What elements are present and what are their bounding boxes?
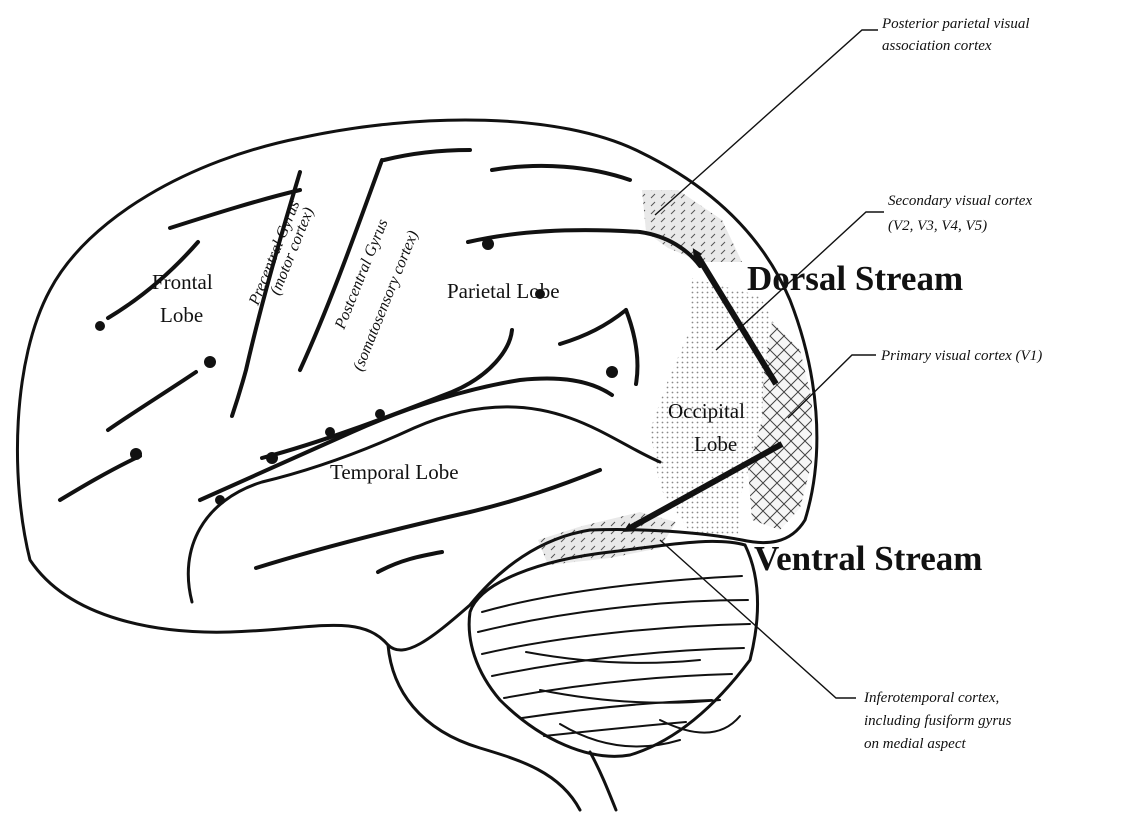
parietal-sulcus-lower: [560, 310, 626, 344]
ventral-stream-label: Ventral Stream: [754, 539, 982, 578]
sulci: [60, 150, 700, 572]
sulcus-node: [95, 321, 105, 331]
inferotemporal-annotation-line2: including fusiform gyrus: [864, 713, 1012, 729]
parietal-lobe-label: Parietal Lobe: [447, 279, 560, 303]
secondary-visual-annotation-line2: (V2, V3, V4, V5): [888, 218, 987, 234]
inferotemporal-annotation: Inferotemporal cortex,: [863, 690, 999, 706]
temporal-branch: [378, 552, 442, 572]
inferotemporal-annotation-line3: on medial aspect: [864, 736, 966, 752]
cerebellum-folia: [478, 576, 750, 747]
brainstem-outline: [388, 645, 616, 810]
dorsal-stream-label: Dorsal Stream: [747, 259, 963, 298]
annotations: Posterior parietal visual association co…: [863, 16, 1042, 752]
posterior-parietal-annotation: Posterior parietal visual: [881, 16, 1030, 32]
secondary-visual-annotation: Secondary visual cortex: [888, 193, 1032, 209]
sulcus-node: [130, 448, 142, 460]
occipital-lobe-label-line2: Lobe: [694, 432, 737, 456]
postcentral-gyrus-label-line2: (somatosensory cortex): [350, 228, 422, 373]
sulcus-node: [375, 409, 385, 419]
occipital-lobe-label: Occipital: [668, 399, 745, 423]
orbital-sulcus: [60, 456, 140, 500]
frontal-lobe-label-line2: Lobe: [160, 303, 203, 327]
sulcus-node: [325, 427, 335, 437]
occipital-sulcus: [626, 310, 638, 384]
sulcus-node: [266, 452, 278, 464]
parietal-sulcus-upper: [492, 166, 630, 180]
temporal-lobe-label: Temporal Lobe: [330, 460, 459, 484]
temporal-lobe-outline: [188, 407, 660, 602]
sulcus-node: [482, 238, 494, 250]
sulcus-node: [204, 356, 216, 368]
sulcus-node: [215, 495, 225, 505]
superior-frontal-edge: [384, 150, 470, 160]
frontal-lobe-label: Frontal: [152, 270, 213, 294]
sulcus-node: [606, 366, 618, 378]
posterior-parietal-region: [642, 190, 742, 262]
posterior-parietal-annotation-line2: association cortex: [882, 38, 992, 54]
primary-visual-annotation: Primary visual cortex (V1): [880, 348, 1042, 364]
frontal-sulcus-inferior: [108, 372, 196, 430]
posterior-parietal-leader: [655, 30, 878, 215]
